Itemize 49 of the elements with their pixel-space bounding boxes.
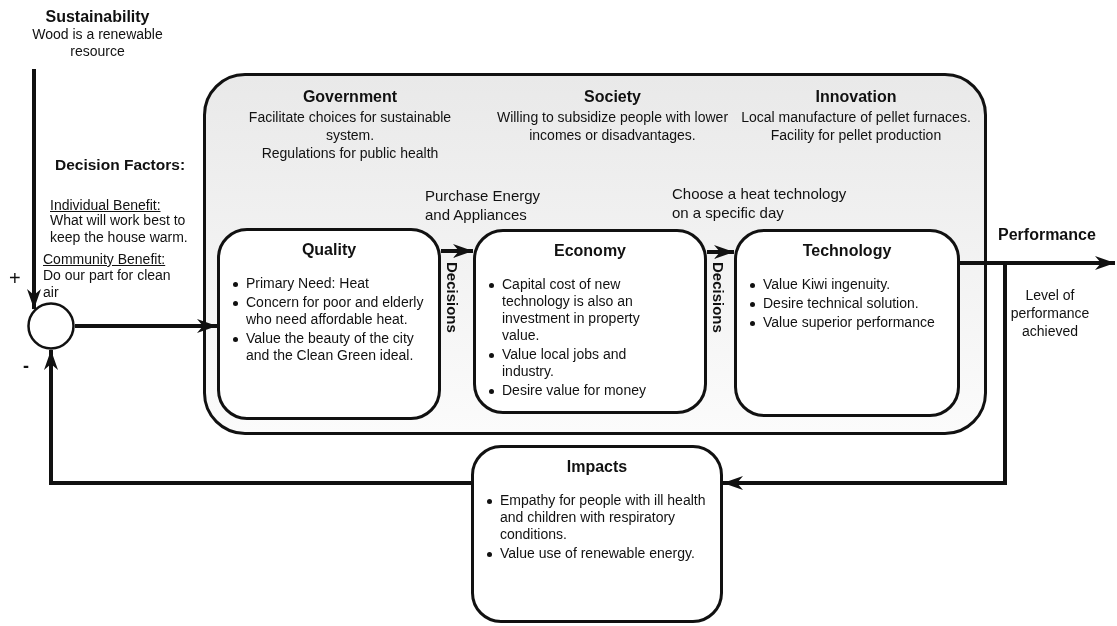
process-box [217, 228, 441, 420]
arrow [27, 69, 41, 310]
heading: Government [301, 88, 399, 106]
box-heading: Impacts [565, 458, 629, 476]
process-box [734, 229, 960, 417]
bullet-item: Value the beauty of the city and the Clean Green ideal. [246, 330, 414, 363]
box-heading: Quality [300, 241, 358, 259]
arrow [75, 319, 217, 333]
decisions-label: Decisions [709, 262, 727, 333]
bullet-item: Concern for poor and elderly who need affordable heat. [246, 294, 424, 327]
decisions-label: Decisions [443, 262, 461, 333]
decision-factors-heading: Decision Factors: [55, 156, 187, 174]
context-panel [203, 73, 987, 435]
description-text: Facilitate choices for sustainable system. [247, 108, 453, 144]
description-text: Wood is a renewable resource [31, 26, 164, 60]
heading: Innovation [814, 88, 898, 106]
benefit-heading: Individual Benefit: [50, 196, 161, 214]
benefit-heading: Community Benefit: [43, 250, 166, 268]
process-box [473, 229, 707, 414]
arrow [44, 350, 471, 485]
bullet-item: Primary Need: Heat [246, 275, 369, 291]
description-text: Willing to subsidize people with lower incomes or disadvantages. [495, 108, 730, 144]
description-text: Regulations for public health [260, 144, 440, 162]
bullet-item: Empathy for people with ill health and children with respiratory conditions. [500, 492, 706, 542]
heading: Sustainability [44, 8, 151, 26]
process-box [471, 445, 723, 623]
arrow [707, 245, 734, 259]
bullet-item: Value local jobs and industry. [502, 346, 627, 379]
edge-label: Purchase Energy and Appliances [425, 186, 542, 224]
summing-junction-circle [27, 302, 75, 350]
bullet-item: Value Kiwi ingenuity. [763, 276, 891, 292]
description-text: Local manufacture of pellet furnaces. Facility for pellet production [740, 108, 972, 144]
plus-sign: + [9, 268, 21, 288]
benefit-text: Do our part for clean air [43, 267, 172, 301]
heading: Society [583, 88, 642, 106]
bullet-item: Value superior performance [763, 314, 935, 330]
performance-note: Level of performance achieved [1009, 286, 1091, 340]
bullet-item: Desire technical solution. [763, 295, 919, 311]
arrow [441, 244, 473, 258]
edge-label: Performance [998, 225, 1097, 244]
bullet-item: Desire value for money [502, 382, 646, 398]
edge-label: Choose a heat technology on a specific day [672, 184, 848, 222]
benefit-text: What will work best to keep the house warm. [50, 212, 189, 246]
box-heading: Economy [553, 242, 627, 260]
bullet-item: Value use of renewable energy. [500, 545, 695, 561]
minus-sign: - [23, 357, 29, 375]
box-heading: Technology [801, 242, 893, 260]
arrow [723, 261, 1007, 490]
bullet-item: Capital cost of new technology is also an investment in property value. [502, 276, 640, 343]
